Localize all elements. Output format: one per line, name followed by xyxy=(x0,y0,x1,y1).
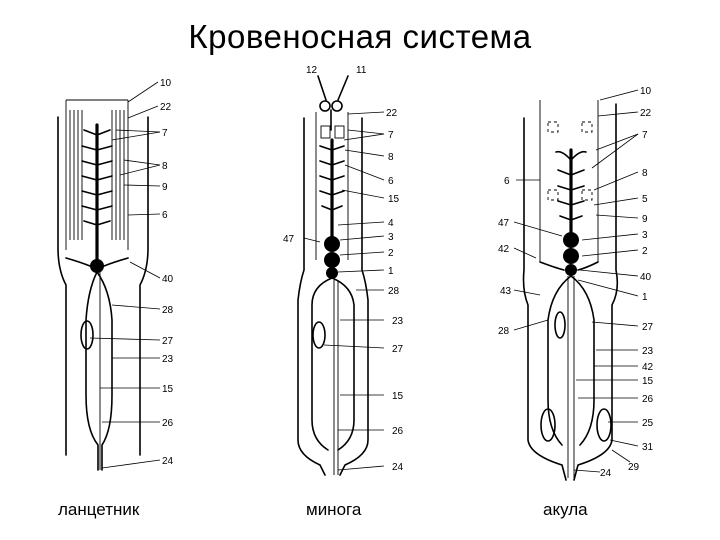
label-s22: 22 xyxy=(640,108,652,119)
label-l9: 9 xyxy=(162,182,168,193)
label-l24: 24 xyxy=(162,456,174,467)
label-m1: 1 xyxy=(388,266,394,277)
label-s25: 25 xyxy=(642,418,654,429)
label-s40: 40 xyxy=(640,272,652,283)
caption-lancelet: ланцетник xyxy=(58,500,140,519)
label-m26: 26 xyxy=(392,426,404,437)
label-m22: 22 xyxy=(386,108,398,119)
shark-diagram: 10 22 7 6 8 5 47 9 3 42 2 40 43 1 28 27 … xyxy=(498,86,654,481)
label-m4: 4 xyxy=(388,218,394,229)
page-title: Кровеносная система xyxy=(188,18,532,55)
label-s47: 47 xyxy=(498,218,510,229)
label-s9: 9 xyxy=(642,214,648,225)
label-m12: 12 xyxy=(306,65,318,76)
label-m2: 2 xyxy=(388,248,394,259)
label-l27: 27 xyxy=(162,336,174,347)
label-s26: 26 xyxy=(642,394,654,405)
label-l8: 8 xyxy=(162,161,168,172)
label-l26: 26 xyxy=(162,418,174,429)
label-s15: 15 xyxy=(642,376,654,387)
label-s1: 1 xyxy=(642,292,648,303)
label-m8: 8 xyxy=(388,152,394,163)
caption-lamprey: минога xyxy=(306,500,362,519)
label-m15a: 15 xyxy=(388,194,400,205)
label-s10: 10 xyxy=(640,86,652,97)
label-m24: 24 xyxy=(392,462,404,473)
caption-shark: акула xyxy=(543,500,588,519)
label-s3: 3 xyxy=(642,230,648,241)
label-s2: 2 xyxy=(642,246,648,257)
label-l28: 28 xyxy=(162,305,174,316)
label-m7: 7 xyxy=(388,130,394,141)
label-l15: 15 xyxy=(162,384,174,395)
label-m27: 27 xyxy=(392,344,404,355)
label-l22: 22 xyxy=(160,102,172,113)
label-m6: 6 xyxy=(388,176,394,187)
label-s42b: 42 xyxy=(642,362,654,373)
label-s31: 31 xyxy=(642,442,654,453)
label-s5: 5 xyxy=(642,194,648,205)
label-s23: 23 xyxy=(642,346,654,357)
lancelet-diagram: 10 22 7 8 9 6 40 28 27 23 15 26 24 xyxy=(57,78,174,471)
label-m23: 23 xyxy=(392,316,404,327)
label-m11: 11 xyxy=(356,65,367,76)
label-m47: 47 xyxy=(283,234,295,245)
label-m3: 3 xyxy=(388,232,394,243)
label-s27: 27 xyxy=(642,322,654,333)
label-s24: 24 xyxy=(600,468,612,479)
label-m15b: 15 xyxy=(392,391,404,402)
label-l40: 40 xyxy=(162,274,174,285)
label-l10: 10 xyxy=(160,78,172,89)
label-l7: 7 xyxy=(162,128,168,139)
label-s29: 29 xyxy=(628,462,640,473)
label-s8: 8 xyxy=(642,168,648,179)
label-s43: 43 xyxy=(500,286,512,297)
label-l6: 6 xyxy=(162,210,168,221)
label-s6: 6 xyxy=(504,176,510,187)
label-s7: 7 xyxy=(642,130,648,141)
label-s28: 28 xyxy=(498,326,510,337)
label-m28: 28 xyxy=(388,286,400,297)
label-s42a: 42 xyxy=(498,244,510,255)
label-l23: 23 xyxy=(162,354,174,365)
lamprey-diagram: 12 11 22 7 8 6 15 4 47 3 2 1 28 23 27 15… xyxy=(283,65,404,476)
